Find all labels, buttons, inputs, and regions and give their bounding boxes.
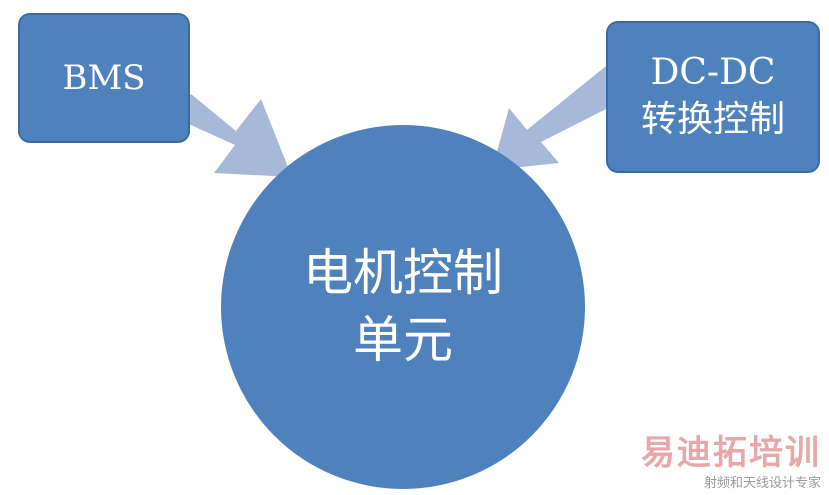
arrow-bms-to-motor: [171, 94, 292, 177]
motor-label-line2: 单元: [353, 311, 453, 369]
watermark: 易迪拓培训 射频和天线设计专家: [641, 436, 821, 491]
watermark-sub: 射频和天线设计专家: [703, 476, 821, 491]
motor-control-unit-node: 电机控制 单元: [221, 125, 585, 489]
motor-label-line1: 电机控制: [303, 243, 503, 302]
dcdc-label-line1: DC-DC: [650, 52, 776, 94]
watermark-main: 易迪拓培训: [641, 433, 821, 473]
bms-label: BMS: [62, 58, 146, 98]
bms-node: BMS: [18, 13, 190, 143]
dcdc-label-line2: 转换控制: [640, 99, 785, 140]
dcdc-node: DC-DC 转换控制: [606, 21, 820, 173]
arrow-dcdc-to-motor: [492, 66, 606, 170]
